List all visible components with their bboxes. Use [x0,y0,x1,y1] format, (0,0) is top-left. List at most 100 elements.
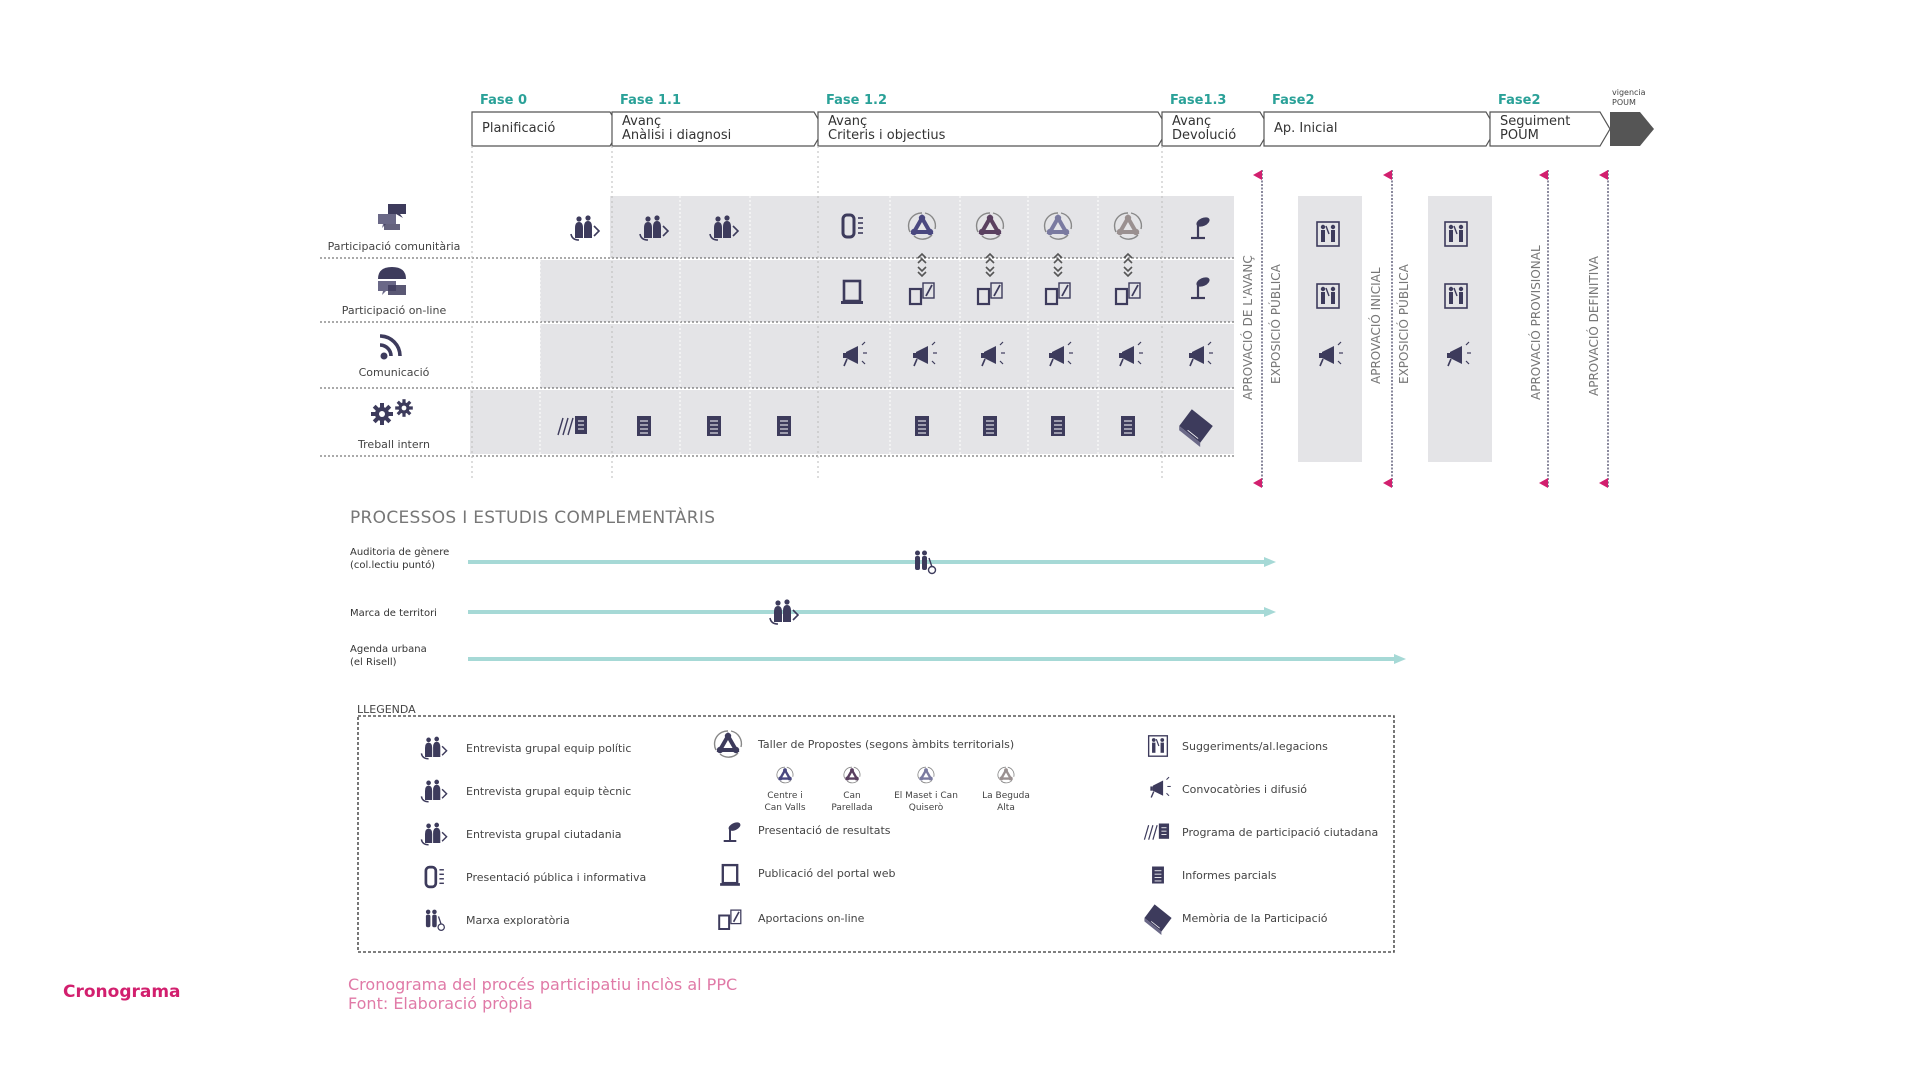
portal-web-icon [718,863,742,887]
taller-area-label: El Maset i Can [894,791,958,801]
arrowhead [1394,654,1406,664]
taller-area-label: Can Valls [764,803,805,813]
programa-icon [1143,822,1170,841]
gray-band [610,196,1234,258]
gray-band [1298,196,1362,462]
presentacio-publica-icon [424,865,446,889]
phase-label: POUM [1500,128,1539,143]
phase-label: Avanç [1172,114,1211,129]
row-label: Treball intern [357,438,430,451]
taller-area-label: Alta [997,803,1015,813]
entrevista-icon [570,214,600,241]
arrowhead [1264,557,1276,567]
process-label: Marca de territori [350,608,437,619]
phase-box [1489,111,1611,147]
entrevista-tecnic-icon [420,778,448,803]
phase-label: Devolució [1172,128,1236,143]
milestone-label: APROVACIÓ DE L'AVANÇ [1240,255,1255,400]
phase-tag: Fase 1.1 [620,93,681,108]
phase-label: Avanç [622,114,661,129]
phase-label: Planificació [482,121,555,136]
matrix-bands [470,196,1492,462]
process-label: (el Risell) [350,657,397,668]
milestone-label: APROVACIÓ DEFINITIVA [1586,255,1601,396]
milestone-flag [1599,170,1608,180]
phase-tag: Fase2 [1272,93,1315,108]
process-label: Agenda urbana [350,644,427,655]
legend-item-label: Aportacions on-line [758,912,865,925]
milestone-label: EXPOSICIÓ PÚBLICA [1396,263,1411,384]
taller-area-icon [842,765,862,785]
legend-item-label: Informes parcials [1182,869,1277,882]
taller-area-label: Parellada [831,803,872,813]
gray-band [540,260,1234,322]
milestone-flag [1253,478,1262,488]
gears-icon [369,401,395,427]
taller-area-label: Can [843,791,861,801]
informe-icon [1050,415,1066,437]
informe-icon [1120,415,1136,437]
process-label: Auditoria de gènere [350,546,449,558]
gray-band [540,324,1234,388]
legend-item-label: Presentació de resultats [758,824,891,837]
milestone-label: EXPOSICIÓ PÚBLICA [1268,263,1283,384]
milestone-label: APROVACIÓ INICIAL [1368,267,1383,384]
informe-icon [706,415,722,437]
informe-icon [776,415,792,437]
taller-area-label: Quiserò [909,802,944,813]
caption-line-1: Cronograma del procés participatiu inclò… [348,975,737,994]
vigencia-box [1610,112,1654,146]
marxa-exploratoria-icon [425,909,445,931]
vigencia-label: vigencia [1612,88,1646,97]
taller-area-icon [916,765,936,785]
phase-label: Avanç [828,114,867,129]
legend-item-label: Marxa exploratòria [466,914,570,927]
phase-label: Ap. Inicial [1274,121,1337,136]
milestone-flag [1539,170,1548,180]
chat-cloud-icon [378,267,406,295]
milestone-flag [1253,170,1262,180]
entrevista-politic-icon [420,735,448,760]
gray-band [470,390,1234,454]
aportacions-icon [718,909,742,930]
legend: Entrevista grupal equip políticEntrevist… [420,728,1378,936]
legend-title: LLEGENDA [357,703,416,716]
informe-icon [1151,866,1165,884]
memoria-icon [1144,904,1172,936]
informe-icon [636,415,652,437]
legend-item-label: Taller de Propostes (segons àmbits terri… [757,738,1014,751]
megaphone-icon [1149,776,1172,799]
taller-icon [712,728,744,760]
phase-tag: Fase 0 [480,93,527,108]
phase-tag: Fase 1.2 [826,93,887,108]
row-label: Participació comunitària [328,240,461,253]
phase-label: Seguiment [1500,114,1570,129]
legend-item-label: Programa de participació ciutadana [1182,826,1378,839]
legend-item-label: Presentació pública i informativa [466,871,646,884]
rss-icon [378,334,402,362]
taller-area-icon [996,765,1016,785]
entrevista-ciutadania-icon [420,821,448,846]
caption-line-2: Font: Elaboració pròpia [348,994,533,1013]
milestone-flag [1383,478,1392,488]
milestone-flag [1599,478,1608,488]
phase-tag: Fase2 [1498,93,1541,108]
milestone-label: APROVACIÓ PROVISIONAL [1528,245,1543,400]
suggeriments-icon [1147,735,1169,757]
milestone-flag [1539,478,1548,488]
side-title: Cronograma [63,982,181,1002]
taller-area-label: Centre i [767,791,802,801]
section-title: PROCESSOS I ESTUDIS COMPLEMENTÀRIS [350,506,715,528]
legend-item-label: Publicació del portal web [758,867,896,880]
entrevista-icon [769,598,799,625]
arrowhead [1264,607,1276,617]
legend-item-label: Entrevista grupal equip polític [466,742,631,755]
informe-icon [982,415,998,437]
legend-item-label: Memòria de la Participació [1182,912,1328,925]
row-label: Participació on-line [342,304,447,317]
legend-item-label: Convocatòries i difusió [1182,783,1307,796]
